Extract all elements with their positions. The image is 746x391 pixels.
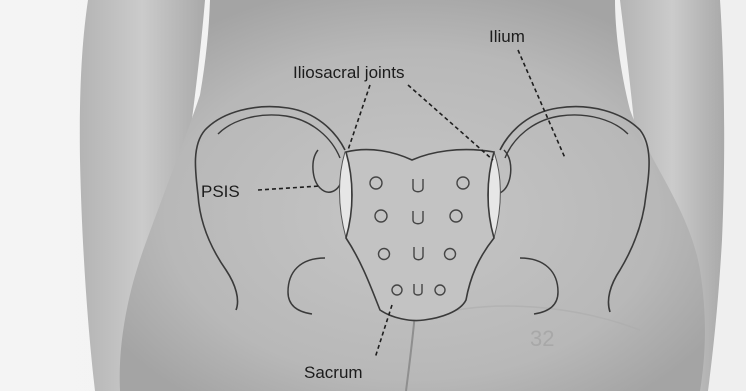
sacrum-label: Sacrum <box>304 364 363 381</box>
page-number: 32 <box>530 328 554 350</box>
psis-label: PSIS <box>201 183 240 200</box>
iliosacral-joints-label: Iliosacral joints <box>293 64 405 81</box>
ilium-label: Ilium <box>489 28 525 45</box>
